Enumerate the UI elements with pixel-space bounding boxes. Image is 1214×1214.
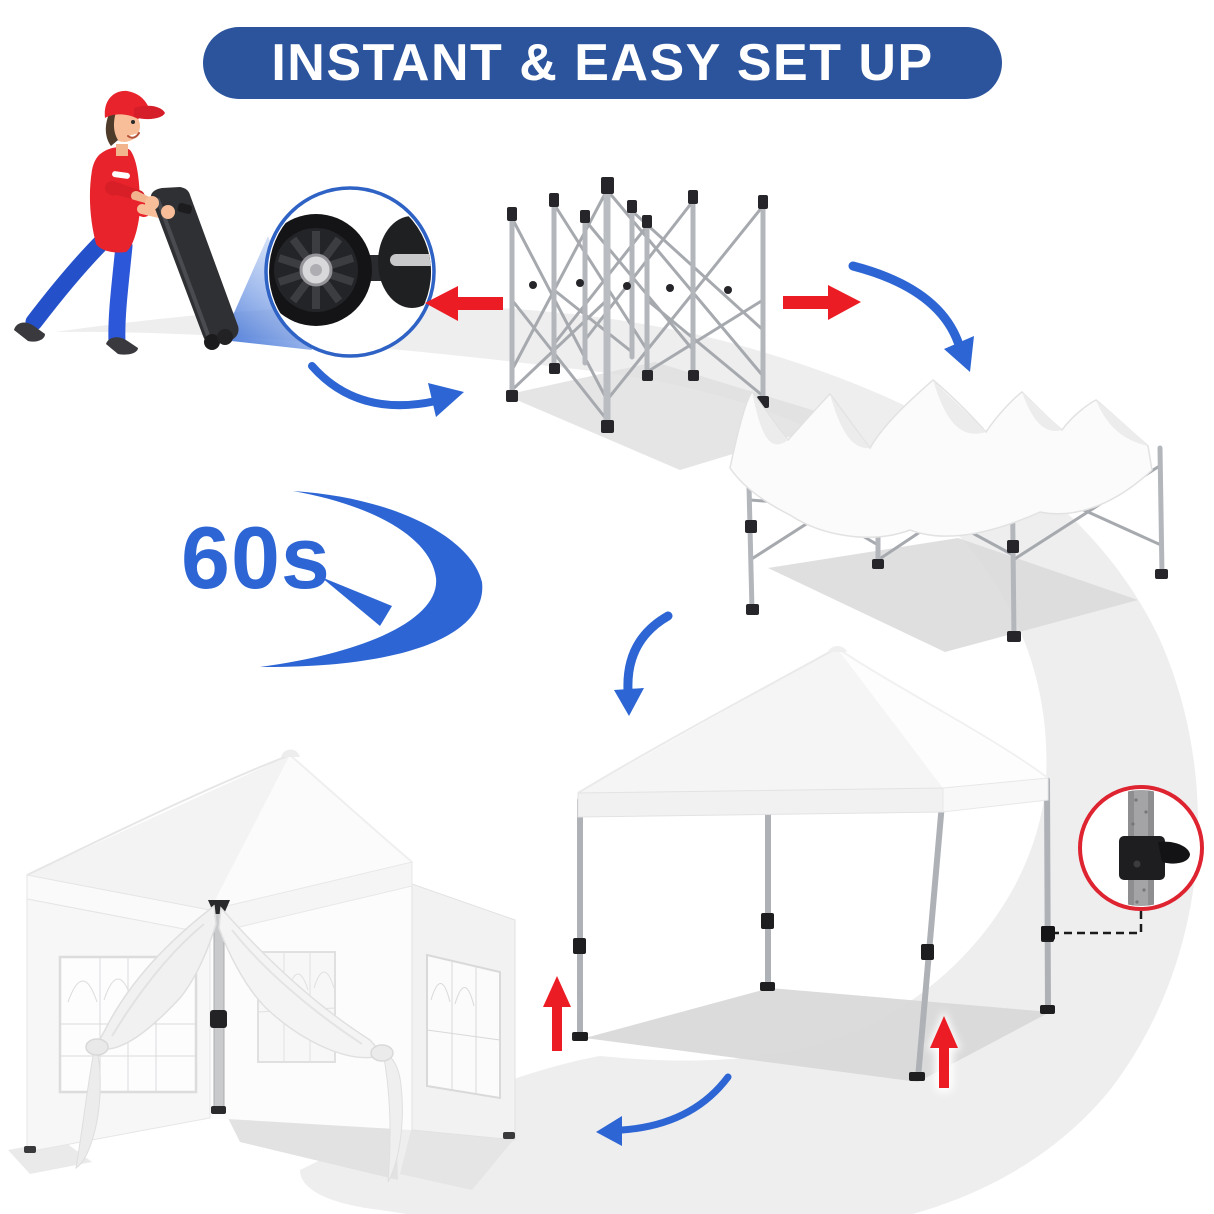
person-eye — [131, 120, 135, 124]
red-cap-brim — [134, 105, 165, 120]
canopy-face-right — [837, 648, 1048, 788]
expand-arrow-left — [425, 286, 503, 321]
canopy-frame — [572, 646, 1055, 1081]
flow-arrow-canopy-to-tent — [596, 1073, 732, 1146]
bag-strap — [177, 202, 193, 214]
canopy-shadow — [585, 988, 1050, 1082]
bag-highlight — [156, 198, 210, 337]
person-head — [108, 110, 140, 142]
tent-curtain-left — [75, 904, 217, 1170]
person-smile — [127, 132, 140, 139]
tent-roof-right — [210, 755, 412, 910]
tent-pole-foot — [211, 1106, 226, 1114]
header-banner: INSTANT & EASY SET UP — [203, 27, 1002, 99]
canopy-ridge-right — [836, 647, 1049, 779]
expand-arrow-right — [783, 285, 861, 320]
tent-roof-edge-left — [26, 754, 291, 876]
right-wall-window — [426, 953, 501, 1100]
canopy-peak-cap — [828, 646, 847, 652]
bag-body — [150, 187, 239, 345]
fabric-fold-shading — [752, 380, 1148, 449]
timer-label: 60s — [181, 508, 331, 607]
clip-callout — [1041, 785, 1204, 940]
clip-icon — [1119, 790, 1190, 906]
sidewall-tent — [8, 749, 516, 1190]
flow-arrow-frame-to-fabric — [848, 261, 974, 372]
bag-wheel-rear — [204, 334, 220, 350]
raise-leg-arrow-left — [540, 970, 574, 1055]
person-hair — [105, 112, 118, 146]
person-back-leg — [25, 231, 113, 331]
person-front-shoe — [106, 337, 138, 355]
canopy-face-left — [578, 648, 943, 793]
tent-right-wall-foot — [503, 1132, 515, 1139]
raise-leg-arrow-right — [927, 1010, 961, 1092]
flow-arrows — [308, 261, 974, 1146]
bag-wheel-front — [217, 329, 233, 345]
stopwatch-needle — [321, 577, 392, 626]
canopy-ridge-left — [577, 647, 838, 794]
tent-shadow-right — [400, 1126, 515, 1190]
tent-roof-edge-right — [289, 754, 413, 863]
shirt-pocket — [112, 171, 130, 179]
person-neck — [116, 144, 128, 156]
person-back-shoe — [14, 322, 45, 342]
banner-title: INSTANT & EASY SET UP — [271, 34, 934, 92]
person-hand-left — [145, 196, 159, 210]
person-hand-right — [161, 205, 175, 219]
folded-frame — [506, 177, 769, 433]
tent-peak-cap — [281, 749, 300, 757]
flow-arrow-bag-to-frame — [308, 362, 464, 417]
canopy-valance-right — [942, 777, 1049, 813]
canopy-valance-front — [577, 787, 944, 818]
leg-clip-small — [1041, 926, 1055, 940]
half-open-frame-shadow — [768, 538, 1138, 652]
tent-roof-left — [27, 755, 290, 910]
tent-curtain-right — [218, 906, 403, 1183]
tent-left-wall-foot — [24, 1146, 36, 1153]
tent-pole-clamp — [210, 1010, 227, 1028]
carry-bag — [145, 187, 239, 350]
stopwatch-icon — [260, 491, 483, 668]
flow-arrow-fabric-to-canopy — [614, 611, 673, 716]
half-open-frame — [729, 379, 1168, 642]
clip-dashed-line — [1051, 908, 1143, 935]
person-front-leg — [108, 237, 133, 351]
delivery-person — [14, 90, 173, 355]
wheel-zoom-circle — [264, 186, 436, 358]
